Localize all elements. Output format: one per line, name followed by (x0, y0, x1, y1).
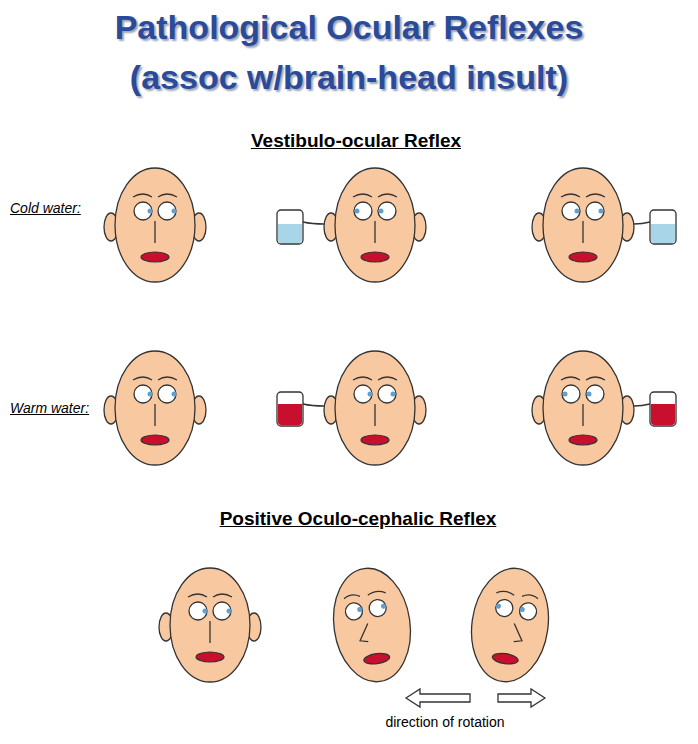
page-title: Pathological Ocular Reflexes (assoc w/br… (69, 2, 629, 102)
section-heading: Vestibulo-ocular Reflex (251, 130, 461, 152)
arrow-caption: direction of rotation (385, 714, 504, 730)
row-label: Cold water: (10, 200, 81, 216)
row-label: Warm water: (10, 400, 89, 416)
section-heading: Positive Oculo-cephalic Reflex (220, 508, 497, 530)
